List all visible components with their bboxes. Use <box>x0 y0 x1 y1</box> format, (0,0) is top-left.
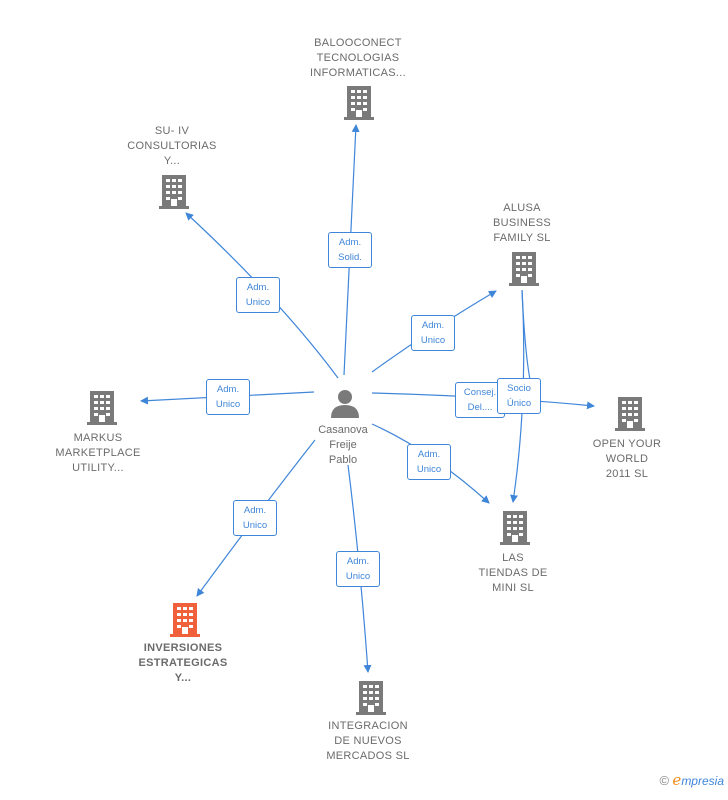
edge-label-line: Consej. <box>463 387 497 398</box>
edge-label-line: Adm. <box>338 237 362 248</box>
company-label-line: 2011 SL <box>605 468 649 480</box>
company-label-line: WORLD <box>605 453 649 465</box>
brand-name: mpresia <box>681 774 724 788</box>
company-label-line: MARKUS <box>73 432 123 444</box>
edge-label-line: Unico <box>420 335 446 346</box>
building-icon[interactable] <box>159 175 189 214</box>
company-label-line: INTEGRACION <box>328 720 408 732</box>
company-label-line: INFORMATICAS... <box>310 67 406 79</box>
company-label-line: MINI SL <box>492 582 534 594</box>
center-name-line: Casanova <box>318 424 368 436</box>
center-name-line: Pablo <box>328 454 358 466</box>
edge-label-line: Unico <box>416 464 442 475</box>
edge-label-line: Solid. <box>338 252 362 263</box>
edge-label-su-iv[interactable]: Adm. Unico <box>236 277 280 313</box>
person-icon[interactable] <box>330 388 360 423</box>
building-icon[interactable] <box>344 86 374 125</box>
edge-label-alusa[interactable]: Adm. Unico <box>411 315 455 351</box>
company-label-line: Y... <box>163 155 181 167</box>
edge-label-line: Unico <box>215 399 241 410</box>
company-label-line: MARKETPLACE <box>55 447 141 459</box>
company-label-su-iv[interactable]: SU- IV CONSULTORIAS Y... <box>102 124 242 169</box>
company-label-line: MERCADOS SL <box>326 750 410 762</box>
edge-label-line: Adm. <box>216 384 240 395</box>
company-label-balooconect[interactable]: BALOOCONECT TECNOLOGIAS INFORMATICAS... <box>288 36 428 81</box>
company-label-open-your-world[interactable]: OPEN YOUR WORLD 2011 SL <box>557 437 697 482</box>
edge-label-line: Adm. <box>243 505 267 516</box>
edge-label-line: Adm. <box>246 282 270 293</box>
building-icon[interactable] <box>615 397 645 436</box>
edge-label-line: Único <box>506 398 532 409</box>
company-label-line: BALOOCONECT <box>314 37 402 49</box>
building-icon[interactable] <box>87 391 117 430</box>
building-icon[interactable] <box>356 681 386 720</box>
building-icon[interactable] <box>170 603 200 642</box>
company-label-line: UTILITY... <box>72 462 124 474</box>
company-label-line: INVERSIONES <box>143 642 223 654</box>
company-label-line: TECNOLOGIAS <box>316 52 400 64</box>
company-label-line: Y... <box>174 672 192 684</box>
edge-label-las-tiendas[interactable]: Adm. Unico <box>407 444 451 480</box>
edge-label-integracion[interactable]: Adm. Unico <box>336 551 380 587</box>
edge-label-socio-unico[interactable]: Socio Único <box>497 378 541 414</box>
center-name-line: Freije <box>329 439 357 451</box>
company-label-alusa[interactable]: ALUSA BUSINESS FAMILY SL <box>452 201 592 246</box>
edge-label-balooconect[interactable]: Adm. Solid. <box>328 232 372 268</box>
company-label-las-tiendas[interactable]: LAS TIENDAS DE MINI SL <box>443 551 583 596</box>
building-icon[interactable] <box>509 252 539 291</box>
edge-label-line: Unico <box>245 297 271 308</box>
building-icon[interactable] <box>500 511 530 550</box>
company-label-line: DE NUEVOS <box>334 735 402 747</box>
company-label-line: CONSULTORIAS <box>127 140 217 152</box>
edge-label-line: Adm. <box>417 449 441 460</box>
company-label-line: ESTRATEGICAS <box>138 657 228 669</box>
edge-label-line: Unico <box>242 520 268 531</box>
copyright-symbol: © <box>659 773 670 788</box>
brand-logo: © empresia <box>659 771 724 789</box>
edge-label-line: Unico <box>345 571 371 582</box>
brand-initial: e <box>672 771 682 789</box>
edge-label-line: Socio <box>507 383 531 394</box>
company-label-inversiones[interactable]: INVERSIONES ESTRATEGICAS Y... <box>113 641 253 686</box>
company-label-line: OPEN YOUR <box>592 438 662 450</box>
company-label-line: BUSINESS <box>492 217 552 229</box>
center-person-name[interactable]: Casanova Freije Pablo <box>293 423 393 468</box>
company-label-line: SU- IV <box>154 125 190 137</box>
company-label-integracion[interactable]: INTEGRACION DE NUEVOS MERCADOS SL <box>298 719 438 764</box>
company-label-line: LAS <box>502 552 524 564</box>
edge-label-line: Del.... <box>467 402 493 413</box>
company-label-line: TIENDAS DE <box>478 567 548 579</box>
edge-label-line: Adm. <box>346 556 370 567</box>
company-label-line: FAMILY SL <box>493 232 551 244</box>
company-label-line: ALUSA <box>503 202 541 214</box>
edge-label-open-your-world[interactable]: Consej. Del.... <box>455 382 505 418</box>
edge-label-inversiones[interactable]: Adm. Unico <box>233 500 277 536</box>
edge-label-markus[interactable]: Adm. Unico <box>206 379 250 415</box>
company-label-markus[interactable]: MARKUS MARKETPLACE UTILITY... <box>28 431 168 476</box>
edge-label-line: Adm. <box>421 320 445 331</box>
